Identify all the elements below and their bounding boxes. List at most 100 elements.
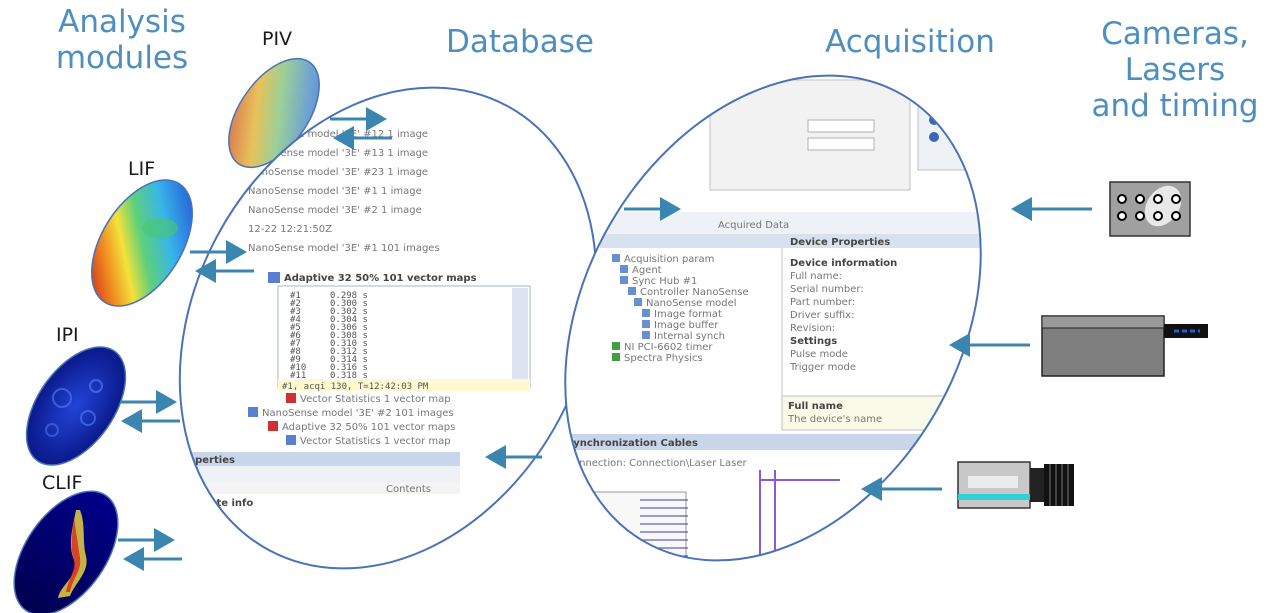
list-item-value: 0.310 s [330, 339, 368, 349]
acquisition-ellipse [564, 74, 982, 562]
device-property-row: Device information [790, 258, 897, 269]
tree-node-icon [612, 353, 620, 361]
tree-node-icon [612, 254, 620, 262]
tree-node-icon [642, 320, 650, 328]
device-property-row: Driver suffix: [790, 310, 854, 321]
tree-row: NanoSense model '3E' #23 1 image [248, 167, 428, 178]
tree-node-icon [620, 276, 628, 284]
device-property-row: Pulse mode [790, 349, 848, 360]
database-tree-lower: Vector Statistics 1 vector mapNanoSense … [248, 393, 455, 447]
module-label-ipi: IPI [56, 324, 79, 346]
analysis-icon [268, 272, 280, 283]
list-item-value: 0.318 s [330, 371, 368, 381]
full-name-label: Full name [788, 401, 843, 412]
tree-row: Adaptive 32 50% 101 vector maps [282, 422, 455, 433]
list-item-index: #4 [290, 315, 301, 325]
list-item-value: 0.298 s [330, 291, 368, 301]
list-item-value: 0.300 s [330, 299, 368, 309]
analysis-modules-heading: Analysis modules [55, 4, 189, 76]
list-item-value: 0.306 s [330, 323, 368, 333]
tree-node-icon [634, 298, 642, 306]
list-item-value: 0.302 s [330, 307, 368, 317]
device-property-row: Settings [790, 336, 837, 347]
tree-row: Vector Statistics 1 vector map [300, 436, 451, 447]
measurement-list: #1 0.298 s #2 0.300 s #3 0.302 s #4 0.304 s #5 0.… [290, 291, 368, 381]
piv-module [228, 57, 320, 169]
timing-box-icon [1109, 181, 1191, 237]
acquisition-heading: Acquisition [825, 24, 995, 60]
tree-node-icon [642, 331, 650, 339]
acq-tree-row: Acquisition param [624, 254, 714, 265]
tree-row: NanoSense model '3E' #13 1 image [248, 148, 428, 159]
properties-panel-title: Properties [176, 455, 235, 466]
list-item-value: 0.312 s [330, 347, 368, 357]
list-item-value: 0.314 s [330, 355, 368, 365]
acq-tree-row: Spectra Physics [624, 353, 703, 364]
device-property-row: Trigger mode [789, 362, 856, 373]
full-name-desc: The device's name [787, 414, 882, 425]
sync-cables-title: Synchronization Cables [566, 438, 698, 449]
hardware-heading: Cameras, Lasers and timing [1091, 16, 1259, 124]
list-item-index: #1 [290, 291, 301, 301]
device-property-row: Part number: [790, 297, 855, 308]
cables-connection-line: Connection: Connection\Laser Laser [566, 458, 747, 469]
module-label-piv: PIV [262, 28, 293, 50]
tree-row: NanoSense model '3E' #2 1 image [248, 205, 422, 216]
acq-tree-row: Image format [654, 309, 722, 320]
acq-tree-row: Image buffer [654, 320, 719, 331]
list-item-index: #5 [290, 323, 301, 333]
tree-row: NanoSense model '3E' #2 101 images [262, 408, 454, 419]
analysis-row: Adaptive 32 50% 101 vector maps [284, 273, 477, 284]
lif-module [90, 179, 194, 307]
list-item-index: #2 [290, 299, 301, 309]
list-item-index: #3 [290, 307, 301, 317]
property-row: Image size [166, 512, 220, 523]
list-item-index: #6 [290, 331, 301, 341]
acq-tree-row: Agent [632, 265, 662, 276]
property-row: Image offset [166, 526, 229, 537]
laser-head-icon [1041, 315, 1208, 377]
property-row: Assemble info [166, 540, 246, 551]
acq-tree-row: Internal synch [654, 331, 725, 342]
clif-module [13, 490, 119, 613]
flow-arrows [118, 107, 1092, 571]
device-property-row: Revision: [790, 323, 835, 334]
property-row: Coordinate info [166, 498, 253, 509]
acq-tree-row: NI PCI-6602 timer [624, 342, 713, 353]
list-item-value: 0.316 s [330, 363, 368, 373]
device-property-row: Serial number: [790, 284, 864, 295]
tree-node-icon [268, 421, 278, 431]
list-item-index: #11 [290, 371, 306, 381]
database-heading: Database [446, 24, 594, 60]
list-item-index: #8 [290, 347, 301, 357]
ipi-module [25, 346, 127, 466]
tree-node-icon [642, 309, 650, 317]
tree-row: 12-22 12:21:50Z [248, 224, 332, 235]
device-property-row: Full name: [790, 271, 842, 282]
tree-row: Vector Statistics 1 vector map [300, 394, 451, 405]
tree-row: NanoSense model '3E' #1 1 image [248, 186, 422, 197]
acquisition-panel: Acquired Data Device Properties Acquisit… [560, 60, 1001, 580]
list-item-value: 0.304 s [330, 315, 368, 325]
list-item-index: #7 [290, 339, 301, 349]
properties-header: Contents [386, 484, 431, 495]
tree-node-icon [286, 435, 296, 445]
acq-tree-row: NanoSense model [646, 298, 737, 309]
acq-tree-row: Controller NanoSense [640, 287, 749, 298]
acq-tree-row: Sync Hub #1 [632, 276, 697, 287]
tree-node-icon [612, 342, 620, 350]
module-label-clif: CLIF [42, 472, 83, 494]
database-ellipse [178, 86, 598, 570]
tree-row: NanoSense model '3E' #1 101 images [248, 243, 440, 254]
device-properties-title: Device Properties [790, 237, 890, 248]
list-footer: #1, acqi 130, T=12:42:03 PM [282, 382, 429, 392]
list-item-index: #10 [290, 363, 306, 373]
acquired-data-tab: Acquired Data [718, 220, 789, 231]
tree-node-icon [620, 265, 628, 273]
module-label-lif: LIF [128, 158, 156, 180]
list-item-index: #9 [290, 355, 301, 365]
